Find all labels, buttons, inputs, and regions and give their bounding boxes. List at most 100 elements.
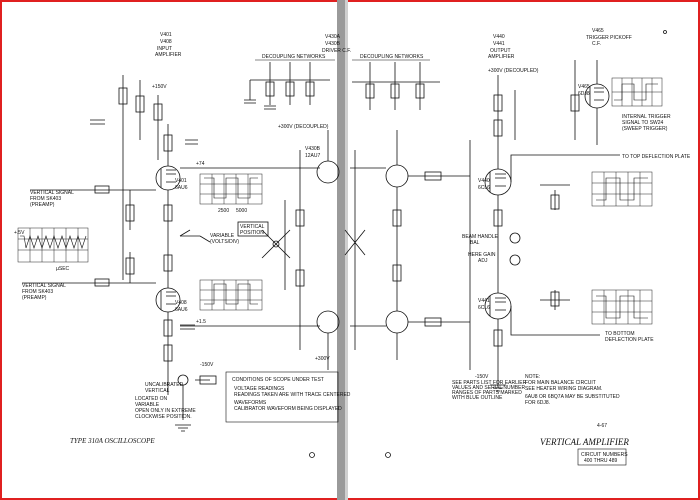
v401-heading-2: V408 [160,39,172,45]
waveform-box-bottom [199,279,263,311]
open-only-1: OPEN ONLY IN EXTREME [135,408,196,414]
supply-wires-right [497,75,516,160]
v408-label: V408 [175,300,187,306]
internal-trigger-1: INTERNAL TRIGGER [622,114,671,120]
v441-label: V441 [478,298,490,304]
cathode-bypass-caps [180,139,200,330]
voltage-note: READINGS TAKEN ARE WITH TRACE CENTERED [234,392,351,398]
v430a-tube-right [385,310,409,334]
r417-resistor [163,319,173,337]
see-parts-4: WITH BLUE OUTLINE [452,395,503,401]
decoupling-resistor-1 [265,81,275,97]
minus-150v-left: -150V [200,362,214,368]
v401-heading-4: AMPLIFIER [155,52,182,58]
r420-resistor [163,344,173,362]
c401-capacitor [90,119,105,125]
waveform-box-right-top [591,171,653,207]
waveform-left-volts: +.5V [14,230,25,236]
variable-label-2: (VOLTS/DIV) [210,239,239,245]
r418-resistor [94,278,110,287]
note-line-4: FOR 6DJ8. [525,400,550,406]
supply-wires-left [122,75,159,160]
beam-bal-2: BAL [470,240,480,246]
v440-heading-1: V440 [493,34,505,40]
v465-label: V465 [578,84,590,90]
vertical-position-box [237,221,269,237]
input-verticals [122,150,131,283]
internal-trigger-3: (SWEEP TRIGGER) [622,126,668,132]
note-line-2: SEE HEATER WIRING DIAGRAM. [525,386,602,392]
waveform-grid-left [18,228,88,262]
r449-resistor [550,291,560,307]
r407-resistor [163,134,173,152]
r451-resistor [493,119,503,137]
v401-type: 6AU6 [175,185,188,191]
uncalibrated-2: VERTICAL [145,388,170,394]
plate-voltage-top: +74 [196,161,205,167]
v430-supply: +300V [315,356,330,362]
vertical-signal-top-1: VERTICAL SIGNAL [30,190,74,196]
waveform-trace-left [20,235,87,249]
v441-type: 6CL6 [478,305,490,311]
plate-voltage-bottom: +1.5 [196,319,206,325]
v401-heading-1: V401 [160,32,172,38]
r403-resistor [135,95,145,113]
v440-label: V440 [478,178,490,184]
located-on-2: VARIABLE [135,402,160,408]
uncalibrated-1: UNCALIBRATED [145,382,184,388]
waveform-trace-top [204,177,258,199]
v401-heading-3: INPUT [157,46,172,52]
r400-resistor [118,87,128,105]
waveform-grid-right-top [592,172,652,206]
v401-label: V401 [175,178,187,184]
conditions-box [225,371,339,423]
plate-loads [540,184,570,310]
to-bottom-2: DEFLECTION PLATE [605,337,654,343]
conditions-title: CONDITIONS OF SCOPE UNDER TEST [232,377,324,383]
vertical-signal-top-3: (PREAMP) [30,202,55,208]
waveform-grid-trigger [612,78,662,106]
r433-resistor [295,269,305,287]
r435-resistor [392,209,402,227]
v408-tube-elements [160,290,176,310]
gain-adj-pot [509,254,521,266]
circuit-numbers-2: 400 THRU 489 [584,458,617,464]
binding-mark-left [309,452,315,458]
waveform-trace-right-bottom [596,295,648,319]
waveform-trace-bottom [204,283,258,305]
v440-heading-4: AMPLIFIER [488,54,515,60]
r419-resistor [125,257,135,275]
r450-resistor [493,94,503,112]
circuit-numbers-box [577,448,627,466]
waveforms-label: WAVEFORMS [234,400,267,406]
waveform-grid-bottom [200,280,262,310]
waveform-grid-right-bottom [592,290,652,324]
waveform-box-left [17,227,89,263]
internal-trigger-2: SIGNAL TO SW24 [622,120,664,126]
v430b-tube-right [385,164,409,188]
vertical-signal-bottom-2: FROM SK403 [22,289,53,295]
binding-mark-right [385,452,391,458]
footer-left: TYPE 310A OSCILLOSCOPE [70,437,155,445]
v430a-tube [316,310,340,334]
circuit-numbers-1: CIRCUIT NUMBERS [581,452,628,458]
waveform-trace-right-top [596,177,648,201]
v430b-type: 12AU7 [305,153,321,159]
waveform-left-usec: µSEC [56,266,70,272]
decoupling-capacitors [244,99,276,110]
deflection-output-wires [510,154,620,336]
r405-resistor [153,103,163,121]
waveform-top-2500: 2500 [218,208,229,214]
r404-resistor [125,204,135,222]
v465-type: 6DJ8 [578,91,590,97]
decoupling-label-right: DECOUPLING NETWORKS [360,54,424,60]
book-gutter [337,0,345,500]
v430b-label: V430B [305,146,321,152]
v465-heading-3: C.F. [592,41,601,47]
r414-resistor [163,254,173,272]
see-parts-2: VALUES AND SERIAL NUMBER [452,385,525,391]
lamp-wires [167,370,210,420]
r447-resistor [493,329,503,347]
